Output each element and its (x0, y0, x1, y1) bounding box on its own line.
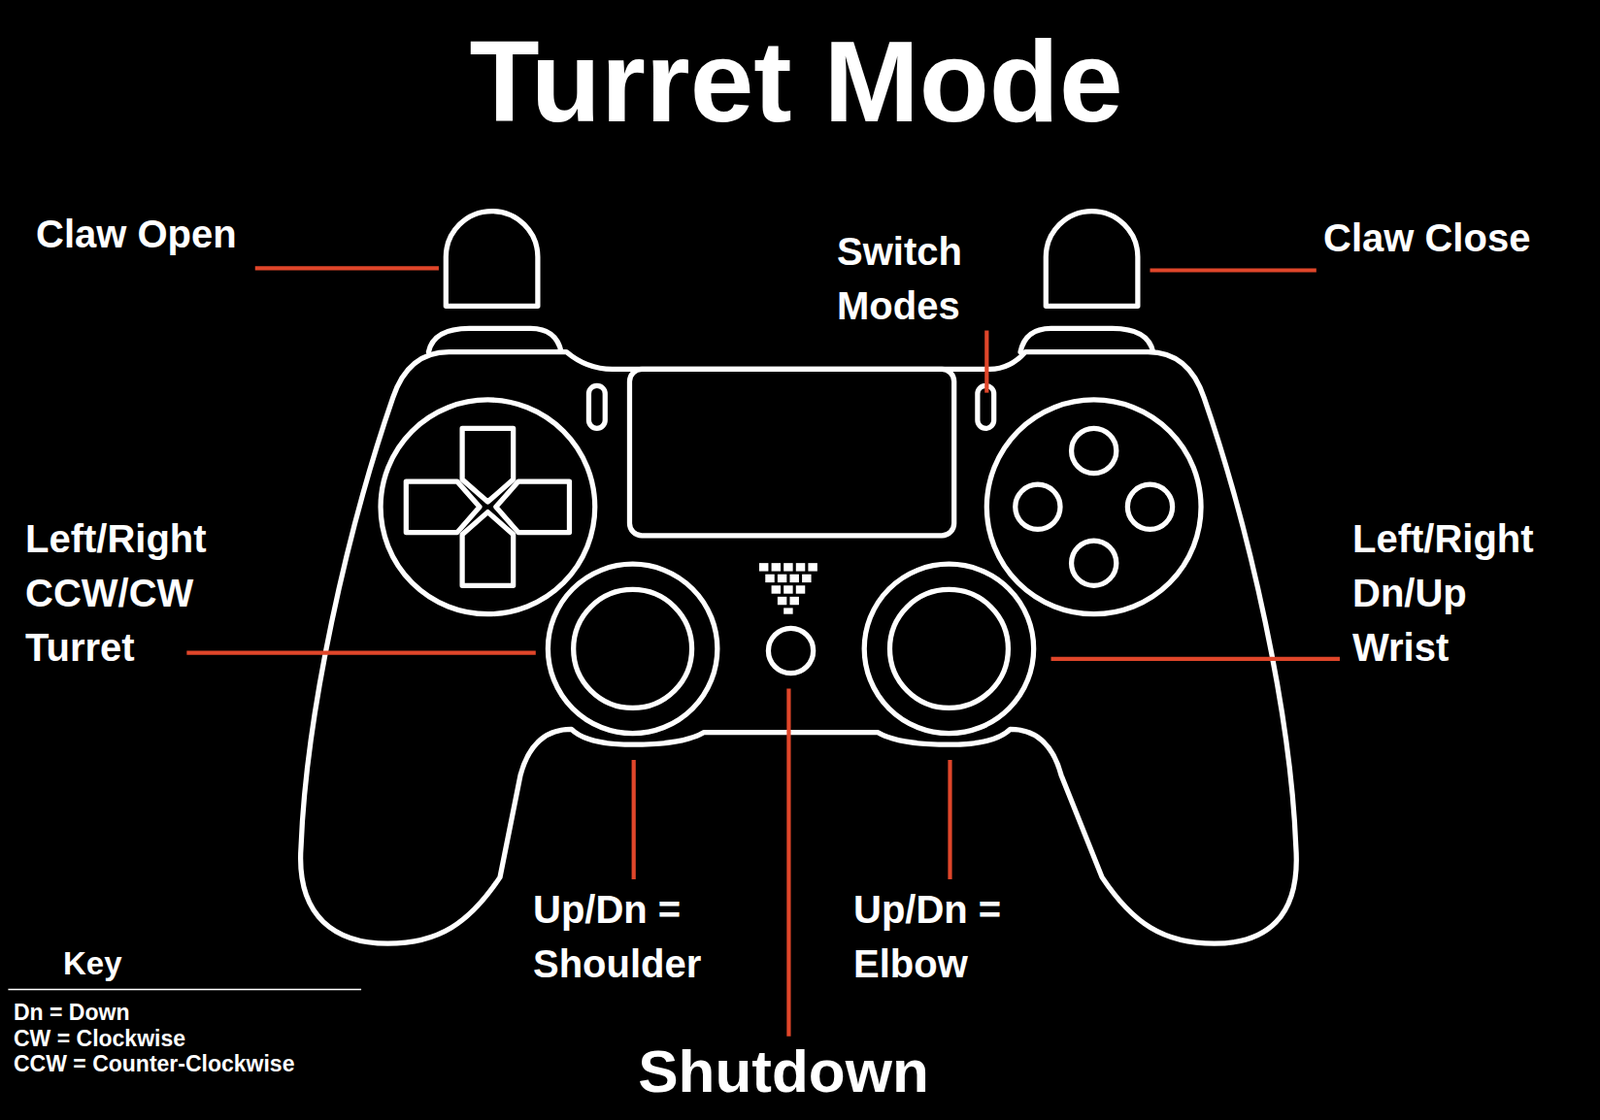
leader-line (984, 331, 989, 394)
leader-line (786, 688, 791, 1036)
leader-line (255, 266, 439, 270)
key-entry: Dn = Down (13, 1000, 130, 1026)
control-label: Switch Modes (836, 224, 963, 334)
right-stick (889, 589, 1008, 708)
control-label: Up/Dn = Shoulder (533, 882, 728, 992)
face-well (986, 400, 1201, 615)
leader-line (632, 760, 636, 880)
control-label: Left/Right CCW/CW Turret (25, 511, 207, 675)
controller-body (300, 352, 1298, 945)
page-title: Turret Mode (0, 18, 1597, 145)
control-label: Left/Right Dn/Up Wrist (1352, 511, 1534, 675)
face-button (1015, 484, 1061, 530)
left-stick (573, 589, 693, 708)
right-stick-ring (864, 564, 1034, 734)
dpad-right (496, 481, 570, 534)
face-button (1127, 484, 1172, 530)
share-button (588, 385, 605, 429)
left-trigger (445, 211, 538, 307)
dpad-down (462, 512, 514, 587)
logo (759, 563, 818, 615)
dpad-up (462, 428, 514, 502)
key-underline (7, 989, 362, 992)
leader-line (1149, 267, 1316, 272)
key-heading: Key (63, 944, 123, 984)
right-bumper (1020, 328, 1154, 352)
key-entry: CW = Clockwise (13, 1026, 186, 1052)
key-entry: CCW = Counter-Clockwise (13, 1051, 295, 1077)
dpad-left (405, 481, 480, 534)
home-button (767, 628, 813, 673)
face-button (1071, 428, 1117, 473)
control-label: Up/Dn = Elbow (853, 882, 1048, 992)
face-button (1071, 540, 1117, 586)
dpad-well (380, 400, 596, 615)
shutdown-label: Shutdown (637, 1037, 930, 1106)
right-trigger (1045, 211, 1138, 307)
left-bumper (428, 328, 562, 352)
control-label: Claw Close (1323, 210, 1531, 266)
leader-line (1051, 657, 1340, 662)
touchpad (629, 368, 954, 535)
leader-line (947, 760, 952, 880)
left-stick-ring (547, 564, 717, 734)
leader-line (186, 651, 535, 656)
control-label: Claw Open (35, 206, 237, 262)
